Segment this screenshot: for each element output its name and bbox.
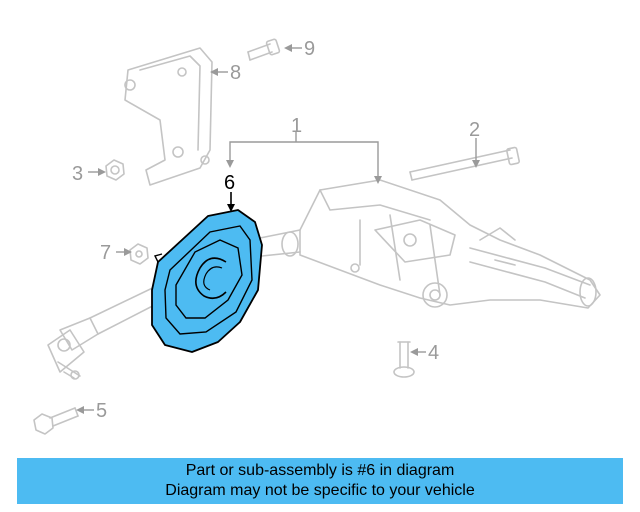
- callout-3: 3: [72, 163, 83, 185]
- info-banner: Part or sub-assembly is #6 in diagram Di…: [17, 458, 623, 504]
- parts-diagram: 1 2 3 4 5 6 7 8 9: [33, 38, 601, 435]
- steering-column-part: [259, 179, 601, 309]
- banner-line-2: Diagram may not be specific to your vehi…: [165, 482, 475, 499]
- bolt-5-part: [33, 407, 79, 435]
- callout-6: 6: [224, 172, 235, 194]
- callout-2: 2: [469, 119, 480, 141]
- callout-8: 8: [230, 62, 241, 84]
- banner-line-1: Part or sub-assembly is #6 in diagram: [185, 462, 455, 479]
- bolt-4-part: [393, 341, 415, 378]
- callout-7: 7: [100, 242, 111, 264]
- callout-5: 5: [96, 400, 107, 422]
- bolt-7-part: [129, 243, 149, 265]
- callout-1: 1: [291, 115, 302, 137]
- cover-part-6: [151, 209, 263, 353]
- leader-lines: [76, 44, 480, 414]
- bolt-2-part: [409, 146, 520, 181]
- bolt-9-part: [247, 38, 281, 61]
- callout-9: 9: [304, 38, 315, 60]
- intermediate-shaft-part: [47, 281, 173, 380]
- nut-3-part: [105, 159, 125, 181]
- callout-4: 4: [428, 342, 439, 364]
- bracket-part: [124, 47, 213, 186]
